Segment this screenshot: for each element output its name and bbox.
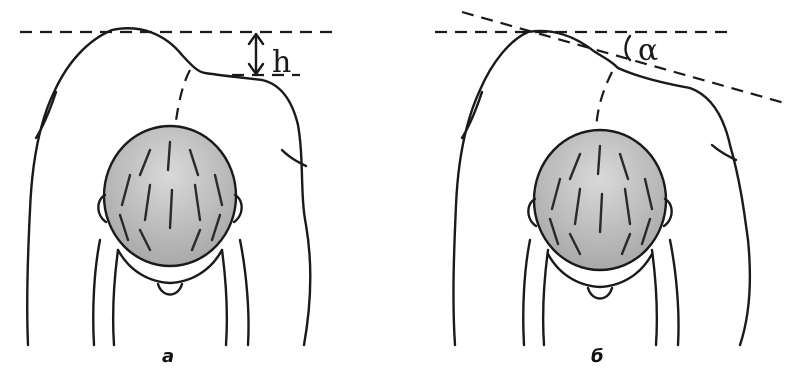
measure-label-alpha: α [638, 33, 658, 68]
caption-b: б [591, 346, 604, 367]
right-arm-inner [222, 250, 227, 345]
angle-arc [626, 36, 631, 60]
measure-label-h: h [272, 45, 291, 80]
right-arm [670, 240, 679, 345]
left-crease [462, 92, 482, 138]
reference-line-tilted [462, 12, 788, 104]
spine-line [175, 70, 190, 128]
spine-line [596, 72, 612, 135]
left-arm-inner [543, 250, 548, 345]
nose [158, 284, 182, 295]
caption-a: а [162, 346, 174, 367]
left-arm [523, 240, 530, 345]
right-arm-inner [652, 250, 657, 345]
figure-b: α [435, 12, 788, 345]
figure-a: h [20, 28, 335, 345]
left-arm-inner [113, 250, 118, 345]
right-arm [240, 240, 249, 345]
left-arm [93, 240, 100, 345]
nose [588, 288, 612, 299]
